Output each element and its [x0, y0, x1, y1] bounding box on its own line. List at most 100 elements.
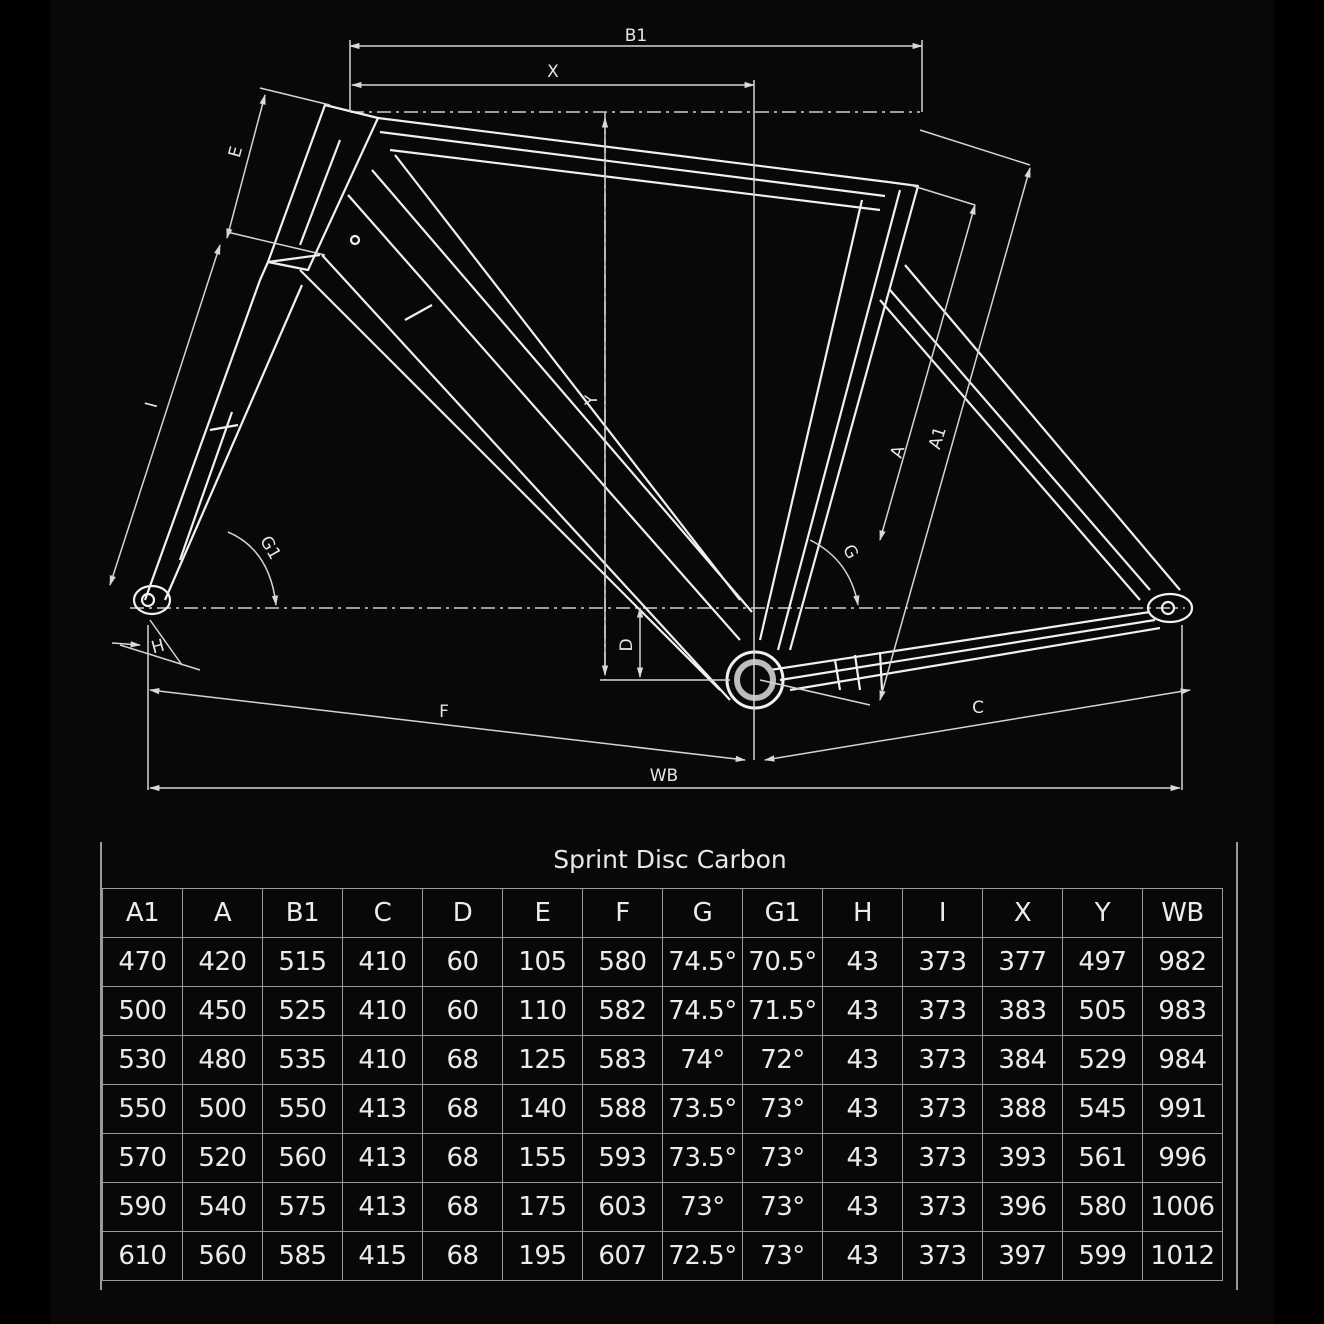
header-cell: A — [182, 888, 263, 938]
table-cell: 593 — [582, 1133, 663, 1183]
table-cell: 610 — [102, 1231, 183, 1281]
table-title: Sprint Disc Carbon — [553, 845, 787, 874]
table-cell: 480 — [182, 1035, 263, 1085]
table-cell: 71.5° — [742, 986, 823, 1036]
table-cell: 73° — [742, 1182, 823, 1232]
table-cell: 74° — [662, 1035, 743, 1085]
table-cell: 580 — [582, 937, 663, 987]
table-cell: 373 — [902, 1084, 983, 1134]
table-cell: 68 — [422, 1182, 503, 1232]
table-cell: 415 — [342, 1231, 423, 1281]
table-cell: 570 — [102, 1133, 183, 1183]
table-cell: 74.5° — [662, 937, 743, 987]
table-cell: 500 — [102, 986, 183, 1036]
table-cell: 530 — [102, 1035, 183, 1085]
table-cell: 450 — [182, 986, 263, 1036]
table-cell: 383 — [982, 986, 1063, 1036]
table-cell: 599 — [1062, 1231, 1143, 1281]
label-d: D — [617, 638, 637, 651]
table-cell: 410 — [342, 937, 423, 987]
table-cell: 991 — [1142, 1084, 1223, 1134]
table-cell: 70.5° — [742, 937, 823, 987]
table-cell: 68 — [422, 1035, 503, 1085]
table-cell: 373 — [902, 986, 983, 1036]
table-cell: 996 — [1142, 1133, 1223, 1183]
header-cell: I — [902, 888, 983, 938]
header-cell: G1 — [742, 888, 823, 938]
table-cell: 410 — [342, 1035, 423, 1085]
reference-lines — [130, 111, 1185, 680]
table-cell: 603 — [582, 1182, 663, 1232]
table-cell: 410 — [342, 986, 423, 1036]
table-cell: 982 — [1142, 937, 1223, 987]
table-cell: 73° — [742, 1231, 823, 1281]
table-cell: 983 — [1142, 986, 1223, 1036]
table-left-border — [100, 842, 102, 1290]
label-g1: G1 — [255, 533, 284, 564]
table-cell: 68 — [422, 1084, 503, 1134]
table-cell: 413 — [342, 1084, 423, 1134]
table-cell: 373 — [902, 1035, 983, 1085]
table-cell: 74.5° — [662, 986, 743, 1036]
table-cell: 420 — [182, 937, 263, 987]
table-cell: 550 — [102, 1084, 183, 1134]
table-cell: 560 — [262, 1133, 343, 1183]
table-cell: 413 — [342, 1182, 423, 1232]
table-cell: 500 — [182, 1084, 263, 1134]
table-cell: 497 — [1062, 937, 1143, 987]
header-cell: WB — [1142, 888, 1223, 938]
table-cell: 582 — [582, 986, 663, 1036]
dimension-lines — [109, 40, 1192, 792]
table-cell: 535 — [262, 1035, 343, 1085]
label-a1: A1 — [925, 424, 951, 451]
frame-geometry-diagram: B1 X E I Y A A1 G G1 D H F C WB — [109, 26, 1194, 792]
table-cell: 561 — [1062, 1133, 1143, 1183]
table-cell: 393 — [982, 1133, 1063, 1183]
table-cell: 43 — [822, 1084, 903, 1134]
table-cell: 73° — [662, 1182, 743, 1232]
table-cell: 73° — [742, 1133, 823, 1183]
header-cell: E — [502, 888, 583, 938]
table-cell: 73.5° — [662, 1133, 743, 1183]
table-cell: 73.5° — [662, 1084, 743, 1134]
table-cell: 68 — [422, 1231, 503, 1281]
table-cell: 43 — [822, 1133, 903, 1183]
table-cell: 560 — [182, 1231, 263, 1281]
header-cell: C — [342, 888, 423, 938]
table-cell: 583 — [582, 1035, 663, 1085]
label-wb: WB — [650, 766, 678, 786]
table-cell: 43 — [822, 1231, 903, 1281]
bike-frame — [132, 103, 1194, 710]
table-cell: 580 — [1062, 1182, 1143, 1232]
label-g: G — [838, 541, 862, 562]
table-cell: 388 — [982, 1084, 1063, 1134]
table-cell: 540 — [182, 1182, 263, 1232]
table-cell: 505 — [1062, 986, 1143, 1036]
table-cell: 550 — [262, 1084, 343, 1134]
label-e: E — [225, 144, 247, 160]
table-cell: 105 — [502, 937, 583, 987]
label-y: Y — [582, 394, 602, 406]
table-cell: 43 — [822, 1182, 903, 1232]
table-cell: 470 — [102, 937, 183, 987]
header-cell: D — [422, 888, 503, 938]
table-cell: 515 — [262, 937, 343, 987]
table-cell: 588 — [582, 1084, 663, 1134]
table-cell: 125 — [502, 1035, 583, 1085]
table-cell: 525 — [262, 986, 343, 1036]
label-c: C — [972, 698, 984, 718]
table-cell: 590 — [102, 1182, 183, 1232]
table-cell: 520 — [182, 1133, 263, 1183]
table-cell: 72.5° — [662, 1231, 743, 1281]
table-cell: 373 — [902, 937, 983, 987]
table-cell: 373 — [902, 1133, 983, 1183]
table-cell: 396 — [982, 1182, 1063, 1232]
table-cell: 72° — [742, 1035, 823, 1085]
table-cell: 413 — [342, 1133, 423, 1183]
table-cell: 43 — [822, 986, 903, 1036]
table-cell: 110 — [502, 986, 583, 1036]
